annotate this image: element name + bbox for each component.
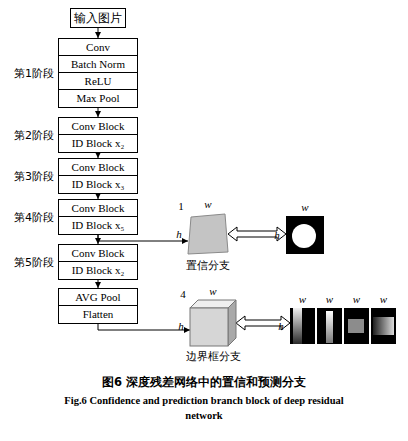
node-outline xyxy=(188,214,228,254)
dimension-label: w xyxy=(301,201,308,214)
figure-caption: 图6 深度残差网络中的置信和预测分支 xyxy=(0,375,408,389)
channel-count: 1 xyxy=(178,200,184,213)
stage-box: 第5阶段Conv BlockID Block x₂ xyxy=(58,244,138,280)
flow-arrow xyxy=(98,28,99,38)
dimension-label: w xyxy=(380,293,387,306)
map-gradient xyxy=(293,308,302,344)
flow-arrow xyxy=(98,108,99,117)
pool-box: AVG PoolFlatten xyxy=(58,288,138,324)
layer-name: Conv Block xyxy=(59,159,137,176)
branch-caption: 边界框分支 xyxy=(186,350,241,363)
dimension-label: w xyxy=(299,293,306,306)
node-outline xyxy=(290,308,396,344)
layer-name: Conv Block xyxy=(59,200,137,217)
stage-label: 第3阶段 xyxy=(14,170,54,183)
map-gradient xyxy=(326,311,333,343)
layer-name: Max Pool xyxy=(59,90,137,107)
dimension-label: h xyxy=(274,229,280,242)
dimension-label: w xyxy=(209,285,216,298)
bbox-maps: wwwwh xyxy=(290,308,396,344)
stage-box: 第4阶段Conv BlockID Block x₅ xyxy=(58,199,138,235)
feature-sheet xyxy=(188,214,228,254)
layer-name: Conv Block xyxy=(59,118,137,135)
dimension-label: w xyxy=(326,293,333,306)
dimension-label: w xyxy=(353,293,360,306)
branch-caption: 置信分支 xyxy=(186,259,230,272)
cube-side xyxy=(228,300,236,346)
layer-name: Conv Block xyxy=(59,245,137,262)
map-background xyxy=(371,308,396,344)
map-background xyxy=(317,308,342,344)
map-background xyxy=(344,308,369,344)
stage-box: 第2阶段Conv BlockID Block x₂ xyxy=(58,117,138,153)
cube-front xyxy=(190,308,228,346)
english-caption: Fig.6 Confidence and prediction branch b… xyxy=(54,393,354,423)
dimension-label: w xyxy=(204,198,211,211)
stage-label: 第4阶段 xyxy=(14,211,54,224)
flow-arrow xyxy=(98,324,190,330)
layer-name: Flatten xyxy=(59,306,137,323)
box-text: 输入图片 xyxy=(71,9,125,27)
confidence-map: wh xyxy=(286,216,324,254)
hollow-double-arrow xyxy=(228,227,286,241)
confidence-branch: 1wh置信分支 xyxy=(188,214,228,254)
dimension-label: h xyxy=(278,320,284,333)
node-outline xyxy=(286,216,324,254)
map-gradient xyxy=(348,319,364,333)
dimension-label: h xyxy=(178,320,184,333)
stage-label: 第1阶段 xyxy=(14,67,54,80)
bbox-branch: 4wh边界框分支 xyxy=(190,300,236,346)
flow-arrow xyxy=(98,235,188,241)
node-outline xyxy=(190,300,236,346)
input-box: 输入图片 xyxy=(70,8,126,28)
channel-count: 4 xyxy=(180,288,186,301)
flow-arrow xyxy=(98,280,99,288)
mask-background xyxy=(286,216,324,254)
map-background xyxy=(290,308,315,344)
layer-name: ID Block x₂ xyxy=(59,135,137,152)
layer-name: ID Block x₂ xyxy=(59,262,137,279)
layer-name: ID Block x₃ xyxy=(59,176,137,193)
map-gradient xyxy=(373,317,394,335)
layer-name: AVG Pool xyxy=(59,289,137,306)
layer-name: ReLU xyxy=(59,73,137,90)
stage-label: 第2阶段 xyxy=(14,129,54,142)
mask-disk xyxy=(292,224,316,248)
layer-name: ID Block x₅ xyxy=(59,217,137,234)
dimension-label: h xyxy=(176,228,182,241)
stage-box: 第1阶段ConvBatch NormReLUMax Pool xyxy=(58,38,138,108)
stage-box: 第3阶段Conv BlockID Block x₃ xyxy=(58,158,138,194)
layer-name: Batch Norm xyxy=(59,56,137,73)
stage-label: 第5阶段 xyxy=(14,256,54,269)
layer-name: Conv xyxy=(59,39,137,56)
